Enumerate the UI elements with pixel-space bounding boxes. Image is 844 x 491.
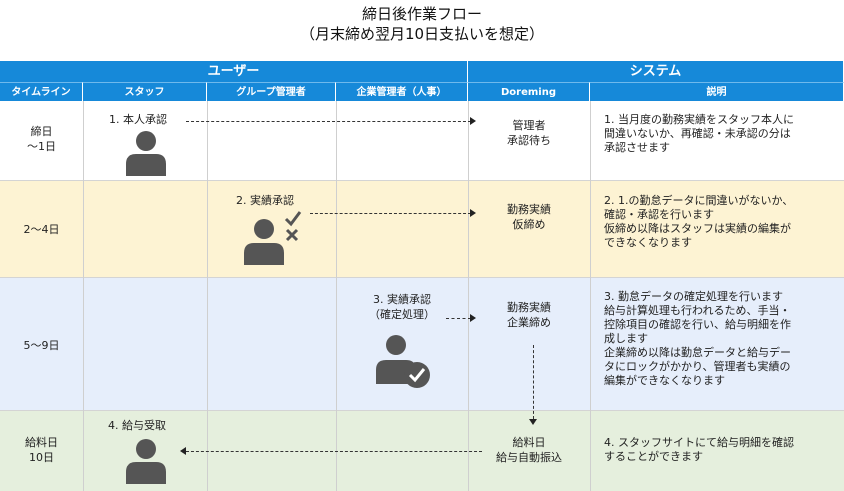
system-text: 企業締め	[507, 316, 551, 329]
description-4: 4. スタッフサイトにて給与明細を確認 することができます	[604, 436, 840, 464]
system-cell-4: 給料日 給与自動振込	[468, 435, 590, 465]
timeline-cell-2: 2〜4日	[0, 222, 83, 237]
title-line-1: 締日後作業フロー	[361, 5, 482, 23]
person-icon	[126, 439, 166, 484]
group-header-system: システム	[468, 61, 844, 82]
description-3: 3. 勤怠データの確定処理を行います 給与計算処理も行われるため、手当・ 控除項…	[604, 290, 840, 388]
grid-line	[83, 101, 84, 491]
diagram-title: 締日後作業フロー （月末締め翌月10日支払いを想定）	[0, 4, 844, 44]
description-line: 3. 勤怠データの確定処理を行います	[604, 290, 783, 303]
actor-label-line: 3. 実績承認	[373, 293, 431, 306]
column-header-timeline: タイムライン	[0, 82, 83, 101]
system-text: 給料日	[512, 436, 546, 449]
grid-line	[590, 101, 591, 491]
person-icon	[126, 131, 166, 176]
person-check-x-icon	[244, 211, 302, 265]
description-line: 編集ができなくなります	[604, 374, 725, 387]
description-line: 仮締め以降はスタッフは実績の編集が	[604, 222, 791, 235]
arrow-head-left	[180, 447, 186, 455]
system-text: 仮締め	[512, 218, 546, 231]
actor-label-line: （確定処理）	[369, 308, 435, 321]
grid-line	[207, 101, 208, 491]
actor-label-2: 2. 実績承認	[236, 194, 294, 207]
column-header-staff: スタッフ	[83, 82, 207, 101]
grid-line	[336, 101, 337, 491]
flow-arrow-1	[186, 121, 471, 122]
system-cell-2: 勤務実績 仮締め	[468, 202, 590, 232]
column-header-doreming: Doreming	[468, 82, 590, 101]
arrow-head-down	[529, 419, 537, 425]
flow-arrow-vertical	[533, 345, 534, 419]
timeline-cell-3: 5〜9日	[0, 338, 83, 353]
timeline-text: 〜1日	[27, 140, 56, 153]
actor-label-3: 3. 実績承認 （確定処理）	[352, 292, 452, 322]
column-header-company-manager: 企業管理者（人事）	[336, 82, 468, 101]
actor-label-4: 4. 給与受取	[108, 419, 166, 432]
system-cell-1: 管理者 承認待ち	[468, 118, 590, 148]
description-1: 1. 当月度の勤務実績をスタッフ本人に 間違いないか、再確認・未承認の分は 承認…	[604, 113, 840, 155]
timeline-text: 締日	[30, 125, 53, 138]
column-header-description: 説明	[590, 82, 844, 101]
grid-line	[468, 101, 469, 491]
flow-arrow-4	[186, 451, 482, 452]
description-line: 成します	[604, 332, 648, 345]
description-line: 給与計算処理も行われるため、手当・	[604, 304, 791, 317]
description-line: 2. 1.の勤怠データに間違いがないか、	[604, 194, 794, 207]
flow-arrow-2	[310, 213, 471, 214]
column-header-group-manager: グループ管理者	[207, 82, 336, 101]
system-text: 勤務実績	[507, 301, 551, 314]
description-line: することができます	[604, 450, 703, 463]
description-2: 2. 1.の勤怠データに間違いがないか、 確認・承認を行います 仮締め以降はスタ…	[604, 194, 840, 250]
system-text: 管理者	[512, 119, 546, 132]
description-line: 承認させます	[604, 141, 670, 154]
description-line: 間違いないか、再確認・未承認の分は	[604, 127, 791, 140]
person-checkmark-circle-icon	[376, 335, 430, 388]
arrow-head-right	[470, 314, 476, 322]
arrow-head-right	[470, 209, 476, 217]
timeline-cell-4: 給料日 10日	[0, 435, 83, 465]
flow-arrow-3	[446, 318, 471, 319]
system-text: 給与自動振込	[496, 451, 562, 464]
description-line: 確認・承認を行います	[604, 208, 714, 221]
system-cell-3: 勤務実績 企業締め	[468, 300, 590, 330]
description-line: 企業締め以降は勤怠データと給与デー	[604, 346, 791, 359]
title-line-2: （月末締め翌月10日支払いを想定）	[299, 25, 545, 43]
description-line: 控除項目の確認を行い、給与明細を作	[604, 318, 791, 331]
group-header-user: ユーザー	[0, 61, 468, 82]
description-line: タにロックがかかり、管理者も実績の	[604, 360, 791, 373]
actor-label-1: 1. 本人承認	[109, 113, 167, 126]
timeline-text: 5〜9日	[23, 339, 60, 352]
timeline-text: 2〜4日	[23, 223, 60, 236]
timeline-cell-1: 締日 〜1日	[0, 124, 83, 154]
description-line: できなくなります	[604, 236, 692, 249]
timeline-text: 給料日	[25, 436, 58, 449]
system-text: 承認待ち	[507, 134, 551, 147]
row-2	[0, 181, 844, 278]
description-line: 4. スタッフサイトにて給与明細を確認	[604, 436, 794, 449]
arrow-head-right	[470, 117, 476, 125]
row-3	[0, 278, 844, 411]
description-line: 1. 当月度の勤務実績をスタッフ本人に	[604, 113, 794, 126]
timeline-text: 10日	[29, 451, 54, 464]
system-text: 勤務実績	[507, 203, 551, 216]
